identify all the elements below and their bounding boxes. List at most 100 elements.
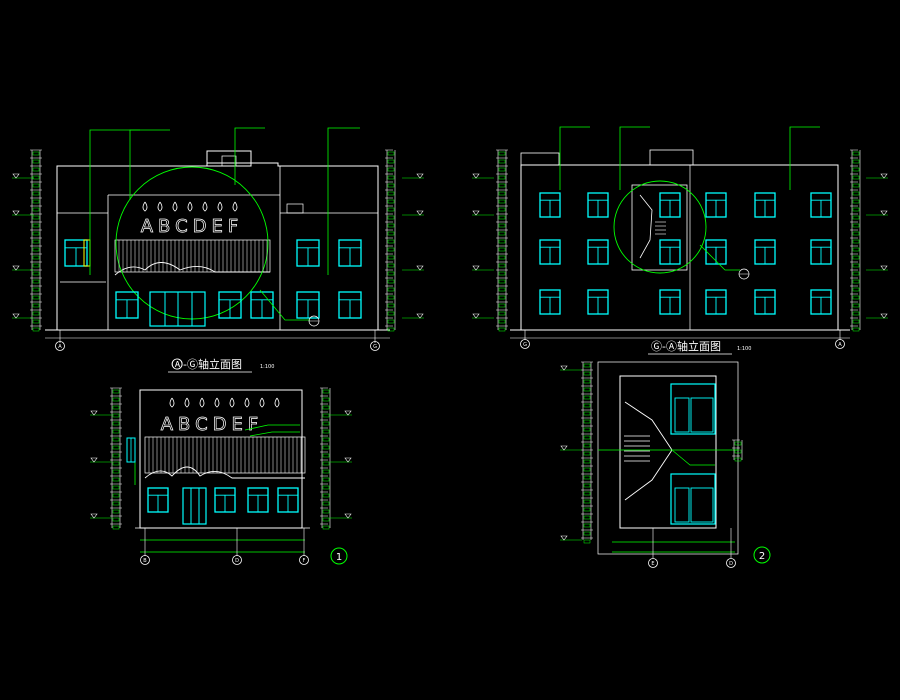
- level-symbol: [416, 313, 424, 319]
- ruler-mark: [498, 327, 506, 332]
- ruler-mark: [498, 279, 506, 284]
- ruler-mark: [32, 159, 40, 164]
- level-symbol: [12, 313, 20, 319]
- ruler-mark: [734, 449, 742, 454]
- ruler-mark: [498, 295, 506, 300]
- building-outline: [56, 162, 379, 330]
- ruler-mark: [583, 515, 591, 520]
- ruler-mark: [387, 327, 395, 332]
- level-rulers: [472, 149, 888, 332]
- drop-shape: [187, 201, 193, 212]
- ruler-mark: [322, 485, 330, 490]
- ruler-mark: [852, 263, 860, 268]
- level-symbol: [880, 265, 888, 271]
- level-symbol: [12, 265, 20, 271]
- level-symbol: [416, 210, 424, 216]
- ruler-mark: [32, 327, 40, 332]
- roof-box-left: [520, 152, 560, 166]
- ruler-mark: [498, 319, 506, 324]
- level-symbol: [472, 313, 480, 319]
- ruler-mark: [734, 457, 742, 462]
- axis-bubble-left: [520, 339, 530, 349]
- level-symbol: [472, 265, 480, 271]
- ruler-mark: [32, 191, 40, 196]
- level-symbol: [416, 265, 424, 271]
- ruler-mark: [112, 469, 120, 474]
- ruler-mark: [583, 459, 591, 464]
- ruler-mark: [322, 429, 330, 434]
- drop-shape: [184, 397, 190, 408]
- level-rulers: [560, 361, 743, 544]
- ruler-mark: [387, 295, 395, 300]
- ruler-mark: [583, 507, 591, 512]
- ruler-mark: [387, 271, 395, 276]
- entrance-door: [182, 487, 207, 525]
- ruler-mark: [852, 311, 860, 316]
- water-drops: [169, 397, 280, 408]
- drop-shape: [214, 397, 220, 408]
- ruler-mark: [852, 287, 860, 292]
- drop-shape: [142, 201, 148, 212]
- ruler-mark: [852, 247, 860, 252]
- ruler-mark: [852, 231, 860, 236]
- ruler-mark: [387, 279, 395, 284]
- svg-text:B: B: [143, 558, 147, 564]
- ruler-mark: [852, 199, 860, 204]
- roof-vent: [221, 155, 237, 167]
- ruler-mark: [322, 437, 330, 442]
- axis-bubble-b: [140, 555, 150, 565]
- level-symbol: [344, 457, 352, 463]
- ruler-mark: [112, 405, 120, 410]
- ruler-mark: [387, 183, 395, 188]
- drop-shape: [157, 201, 163, 212]
- level-rulers: [90, 387, 352, 530]
- ruler-mark: [387, 247, 395, 252]
- ruler-mark: [32, 311, 40, 316]
- leader-lines: [89, 127, 360, 321]
- ruler-mark: [852, 151, 860, 156]
- drop-shape: [232, 201, 238, 212]
- ruler-mark: [498, 239, 506, 244]
- ruler-mark: [32, 223, 40, 228]
- ruler-mark: [583, 523, 591, 528]
- ruler-mark: [583, 531, 591, 536]
- ruler-mark: [498, 255, 506, 260]
- ruler-mark: [583, 475, 591, 480]
- drop-shape: [172, 201, 178, 212]
- ruler-mark: [852, 255, 860, 260]
- ruler-mark: [498, 159, 506, 164]
- ruler-mark: [32, 263, 40, 268]
- ruler-mark: [322, 525, 330, 530]
- leader-lines: [559, 126, 820, 271]
- dimension-lines: [612, 541, 735, 553]
- ruler-mark: [32, 319, 40, 324]
- ruler-mark: [387, 231, 395, 236]
- slatted-band: [114, 239, 271, 273]
- ruler-mark: [112, 461, 120, 466]
- ruler-mark: [112, 413, 120, 418]
- ruler-mark: [498, 191, 506, 196]
- detail-marker-1: [330, 547, 348, 565]
- svg-text:D: D: [235, 558, 239, 564]
- ruler-mark: [498, 263, 506, 268]
- ruler-mark: [322, 509, 330, 514]
- ruler-mark: [498, 167, 506, 172]
- ruler-mark: [387, 151, 395, 156]
- ruler-mark: [322, 477, 330, 482]
- ruler-mark: [112, 389, 120, 394]
- ruler-mark: [322, 501, 330, 506]
- level-symbol: [472, 210, 480, 216]
- ruler-mark: [322, 413, 330, 418]
- ruler-mark: [498, 175, 506, 180]
- ruler-mark: [32, 271, 40, 276]
- ruler-mark: [583, 539, 591, 544]
- axis-bubble-d: [232, 555, 242, 565]
- level-symbol: [880, 173, 888, 179]
- ruler-mark: [583, 467, 591, 472]
- ruler-mark: [112, 501, 120, 506]
- stair-window-frame: [631, 184, 688, 271]
- ruler-mark: [112, 485, 120, 490]
- axis-bubble-e: [648, 558, 658, 568]
- ruler-mark: [322, 461, 330, 466]
- elevation-b-title: Ⓖ-Ⓐ轴立面图: [651, 339, 721, 353]
